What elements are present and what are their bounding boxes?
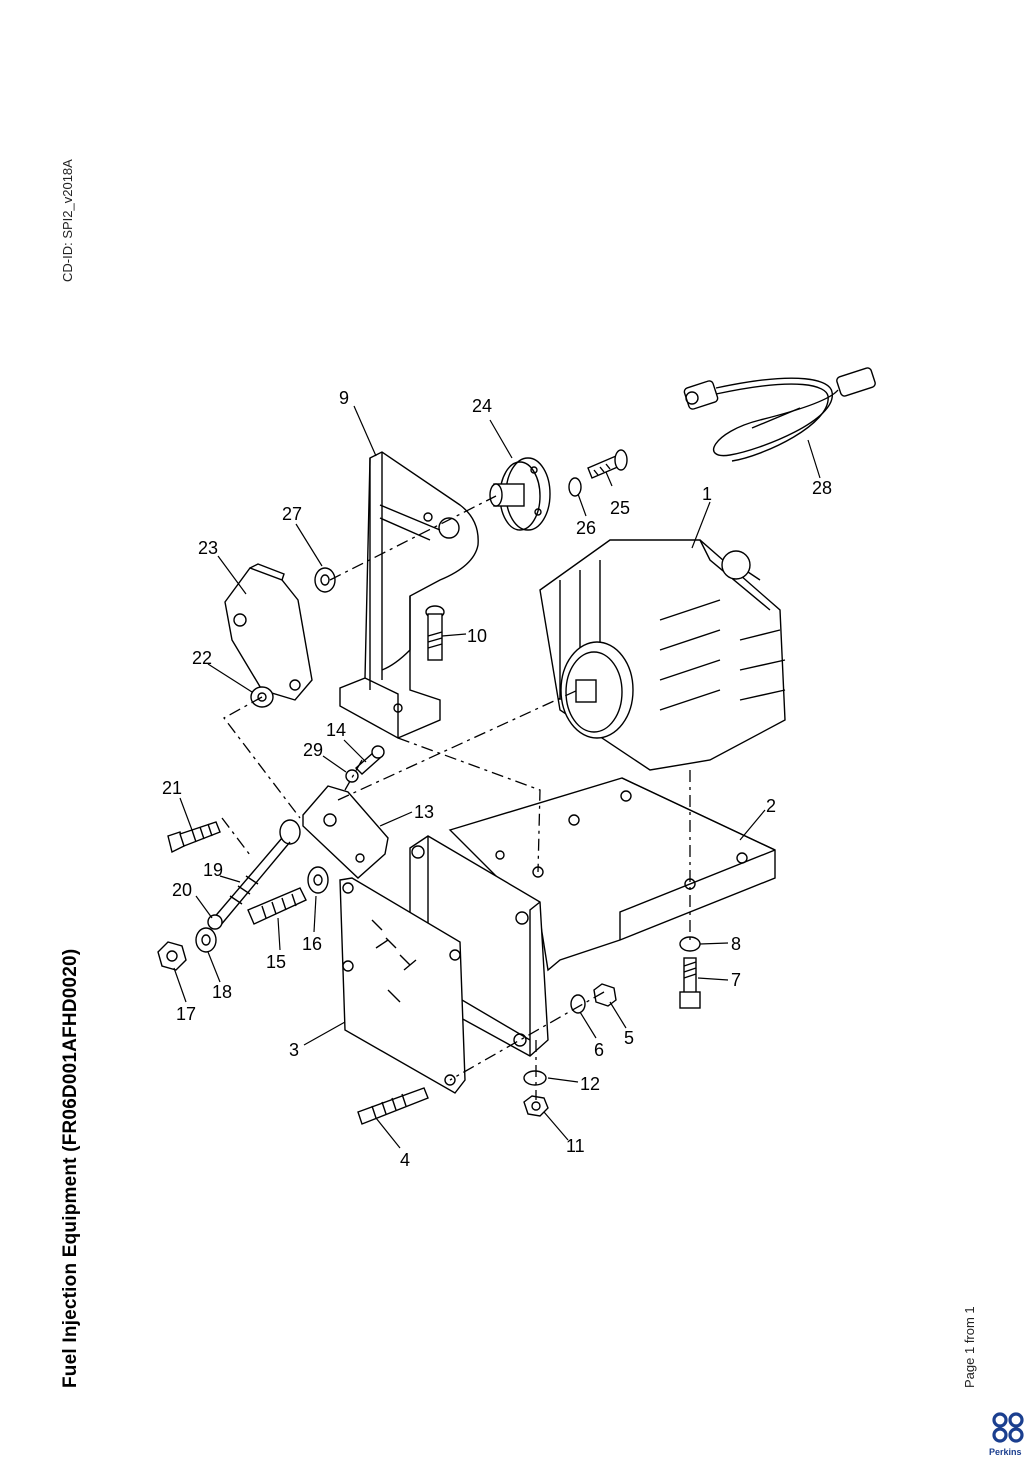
- part-13-lever: [302, 785, 389, 879]
- part-3-gasket: [339, 877, 466, 1094]
- callout-4: 4: [400, 1150, 410, 1170]
- callout-2: 2: [766, 796, 776, 816]
- part-7-bolt: [679, 957, 701, 1009]
- callout-10: 10: [467, 626, 487, 646]
- part-18-rod-end: [195, 927, 217, 953]
- leader-lines: [173, 405, 821, 1149]
- part-26-washer: [568, 477, 582, 497]
- callout-19: 19: [203, 860, 223, 880]
- callout-20: 20: [172, 880, 192, 900]
- callout-23: 23: [198, 538, 218, 558]
- part-16-spacer: [307, 866, 329, 894]
- callout-6: 6: [594, 1040, 604, 1060]
- callout-18: 18: [212, 982, 232, 1002]
- callout-1: 1: [702, 484, 712, 504]
- assembly-centre-lines: [221, 495, 691, 1100]
- part-15-stud: [247, 887, 307, 925]
- callout-17: 17: [176, 1004, 196, 1024]
- callout-8: 8: [731, 934, 741, 954]
- part-11-nut: [523, 1095, 549, 1117]
- callout-28: 28: [812, 478, 832, 498]
- callout-16: 16: [302, 934, 322, 954]
- callout-14: 14: [326, 720, 346, 740]
- part-25-bolt: [587, 449, 628, 479]
- part-20-locknut: [207, 914, 223, 930]
- callout-27: 27: [282, 504, 302, 524]
- part-21-bolt: [167, 821, 221, 854]
- callout-5: 5: [624, 1028, 634, 1048]
- perkins-logo-icon: [992, 1412, 1024, 1443]
- part-29-washer: [345, 769, 359, 783]
- part-19-rod: [211, 819, 301, 927]
- callout-26: 26: [576, 518, 596, 538]
- callout-3: 3: [289, 1040, 299, 1060]
- part-24-flange: [489, 457, 551, 531]
- callout-13: 13: [414, 802, 434, 822]
- callout-21: 21: [162, 778, 182, 798]
- callout-9: 9: [339, 388, 349, 408]
- callout-24: 24: [472, 396, 492, 416]
- part-10-bolt: [425, 605, 445, 661]
- callout-29: 29: [303, 740, 323, 760]
- part-4-stud: [357, 1087, 429, 1125]
- part-14-screw: [354, 745, 385, 775]
- part-1-pump: [539, 539, 786, 771]
- part-12-washer: [523, 1070, 547, 1086]
- callout-12: 12: [580, 1074, 600, 1094]
- callout-25: 25: [610, 498, 630, 518]
- brand-name: Perkins: [989, 1447, 1022, 1457]
- callout-15: 15: [266, 952, 286, 972]
- callout-22: 22: [192, 648, 212, 668]
- part-28-harness: [683, 367, 876, 462]
- part-9-bracket: [339, 451, 479, 739]
- part-17-nut: [157, 941, 187, 971]
- callout-7: 7: [731, 970, 741, 990]
- callout-labels: 1 2 3 4 5 6 7 8 9 10 11 12 13 14 15 16 1…: [162, 388, 832, 1170]
- callout-11: 11: [566, 1136, 585, 1156]
- part-23-plate: [224, 563, 313, 701]
- part-27-washer: [314, 567, 336, 593]
- part-5-nut: [593, 983, 617, 1007]
